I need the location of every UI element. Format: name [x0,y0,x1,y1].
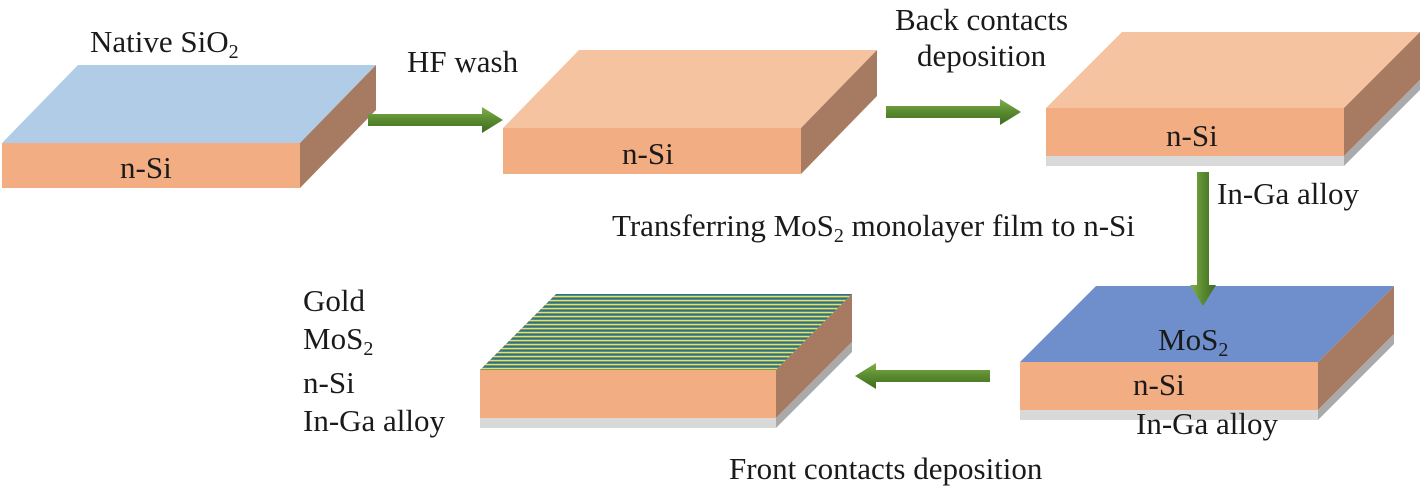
arrow-front-contacts [855,363,990,389]
wafer-4-top [1020,286,1394,362]
native-oxide-label: Native SiO2 [90,24,239,63]
arrow-transfer-mos2 [1190,172,1216,306]
gold-stripe [512,335,811,338]
gold-stripe [488,359,787,362]
wafer-4-alloy-side [1318,334,1394,420]
wafer-hf-washed [503,50,877,174]
wafer-1-side [300,65,376,188]
wafer-4-alloy-front [1020,410,1318,420]
wafer-4-front [1020,362,1318,410]
wafer-1-top [2,65,376,143]
mos2-label: MoS2 [1158,322,1229,361]
gold-stripe [496,351,795,354]
gold-stripe [520,327,819,330]
wafer-5-side [776,294,852,418]
wafer-back-contact [1046,32,1420,166]
wafer-mos2 [1020,286,1394,420]
wafer-final-device [480,294,852,428]
wafer-5-alloy-side [776,342,852,428]
wafer-5-front [480,370,776,418]
legend-mos2: MoS2 [303,321,374,360]
wafer-3-alloy-side [1344,80,1420,166]
transfer-mos2-label: Transferring MoS2 monolayer film to n-Si [612,208,1135,247]
n-si-label-wafer-3: n-Si [1166,118,1218,153]
wafer-5-alloy-front [480,418,776,428]
n-si-label-wafer-1: n-Si [120,150,172,185]
gold-stripe [540,307,839,310]
wafer-3-side [1344,32,1420,156]
wafer-native-oxide [2,65,376,188]
gold-stripe [536,311,835,314]
wafer-2-front [503,128,801,174]
gold-stripe [484,363,783,366]
gold-stripe [528,319,827,322]
hf-wash-label: HF wash [407,44,519,79]
arrow-hf-wash [368,107,503,133]
gold-stripe [516,331,815,334]
gold-stripe [532,315,831,318]
wafer-3-top [1046,32,1420,108]
n-si-label-wafer-4: n-Si [1133,367,1185,402]
legend-n-si: n-Si [303,365,355,400]
gold-stripe [552,295,851,298]
wafer-3-alloy-front [1046,156,1344,166]
in-ga-alloy-label-mos2: In-Ga alloy [1136,406,1279,441]
wafer-4-side [1318,286,1394,410]
gold-stripe [544,303,843,306]
legend-in-ga-alloy: In-Ga alloy [303,403,446,438]
gold-stripe [480,367,779,370]
gold-front-contact-stripes [480,295,851,370]
wafer-1-front [2,143,300,188]
arrow-back-contacts [886,99,1021,125]
in-ga-alloy-label-back: In-Ga alloy [1217,176,1360,211]
front-contacts-label: Front contacts deposition [729,451,1043,486]
gold-stripe [500,347,799,350]
gold-stripe [508,339,807,342]
legend-gold: Gold [303,283,365,318]
wafer-2-side [801,50,877,174]
n-si-label-wafer-2: n-Si [622,136,674,171]
back-contacts-label-line1: Back contacts [895,2,1069,37]
wafer-2-top [503,50,877,128]
gold-stripe [504,343,803,346]
gold-stripe [548,299,847,302]
gold-stripe [492,355,791,358]
gold-stripe [524,323,823,326]
wafer-3-front [1046,108,1344,156]
back-contacts-label-line2: deposition [917,38,1047,73]
